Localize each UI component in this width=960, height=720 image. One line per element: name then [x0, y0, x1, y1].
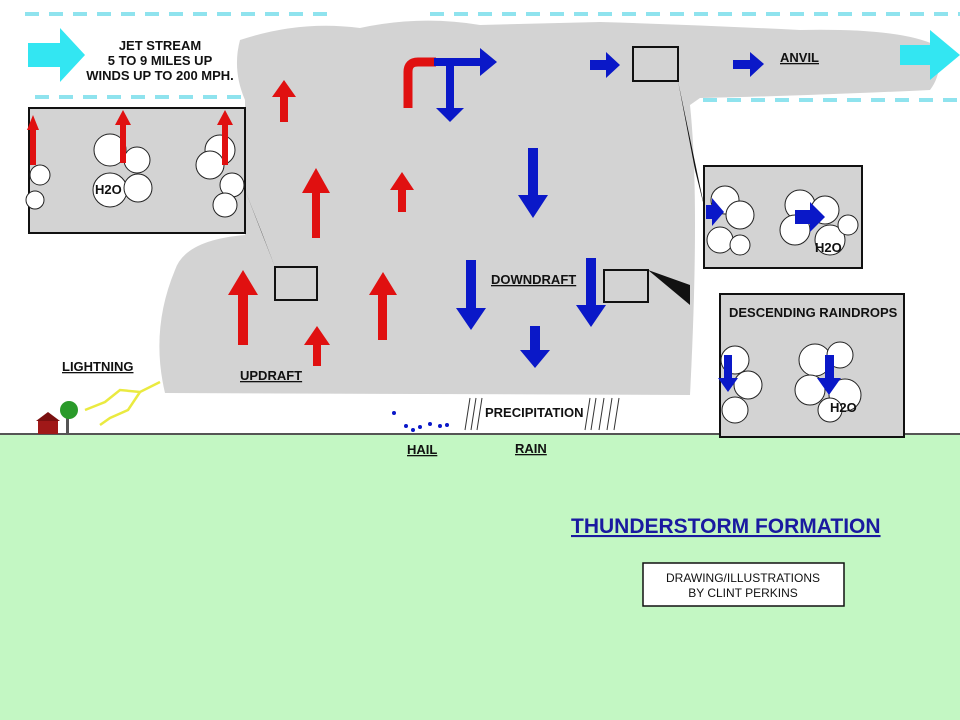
callout-pointer: [648, 270, 690, 305]
callout-pointer: [245, 190, 275, 267]
anvil-droplets-inset: H2O: [703, 165, 863, 269]
downdraft-turn-arrow-icon: [434, 48, 497, 122]
house-icon: [36, 412, 60, 434]
callout-pointer: [678, 81, 705, 210]
precipitation-label: PRECIPITATION: [485, 405, 583, 420]
rising-droplets-inset: H2O: [25, 107, 246, 234]
updraft-arrows: [228, 80, 414, 366]
lightning-label: LIGHTNING: [62, 359, 134, 374]
jet-stream-lines: [25, 12, 960, 102]
h2o-label: H2O: [815, 240, 842, 255]
lightning-bolt-icon: [84, 380, 161, 427]
updraft-callout-marker: [274, 266, 318, 301]
thunderstorm-cloud: [159, 20, 939, 396]
descending-raindrops-label: DESCENDING RAINDROPS: [729, 305, 898, 320]
rain-label: RAIN: [515, 441, 547, 456]
jet-stream-title: JET STREAM: [119, 38, 201, 53]
downdraft-arrows: [456, 52, 764, 368]
hail-label: HAIL: [407, 442, 437, 457]
updraft-label: UPDRAFT: [240, 368, 302, 383]
updraft-turn-arrow-icon: [403, 57, 436, 108]
downdraft-callout-marker: [603, 269, 649, 303]
hail-icon: [392, 411, 449, 432]
rain-icon: [464, 397, 620, 431]
credit-line-2: BY CLINT PERKINS: [688, 586, 798, 600]
jet-stream-altitude: 5 TO 9 MILES UP: [108, 53, 213, 68]
descending-raindrops-inset: DESCENDING RAINDROPS H2O: [718, 293, 905, 438]
h2o-label: H2O: [95, 182, 122, 197]
jet-stream-arrow-icon: [28, 28, 85, 82]
credit-line-1: DRAWING/ILLUSTRATIONS: [666, 571, 820, 585]
credit-box: [642, 562, 845, 607]
tree-icon: [60, 401, 78, 434]
jet-stream-arrow-right-icon: [900, 30, 960, 80]
diagram-title: THUNDERSTORM FORMATION: [571, 515, 881, 538]
h2o-label: H2O: [830, 400, 857, 415]
downdraft-label: DOWNDRAFT: [491, 272, 576, 287]
anvil-label: ANVIL: [780, 50, 819, 65]
anvil-callout-marker: [632, 46, 679, 82]
jet-stream-speed: WINDS UP TO 200 MPH.: [86, 68, 234, 83]
